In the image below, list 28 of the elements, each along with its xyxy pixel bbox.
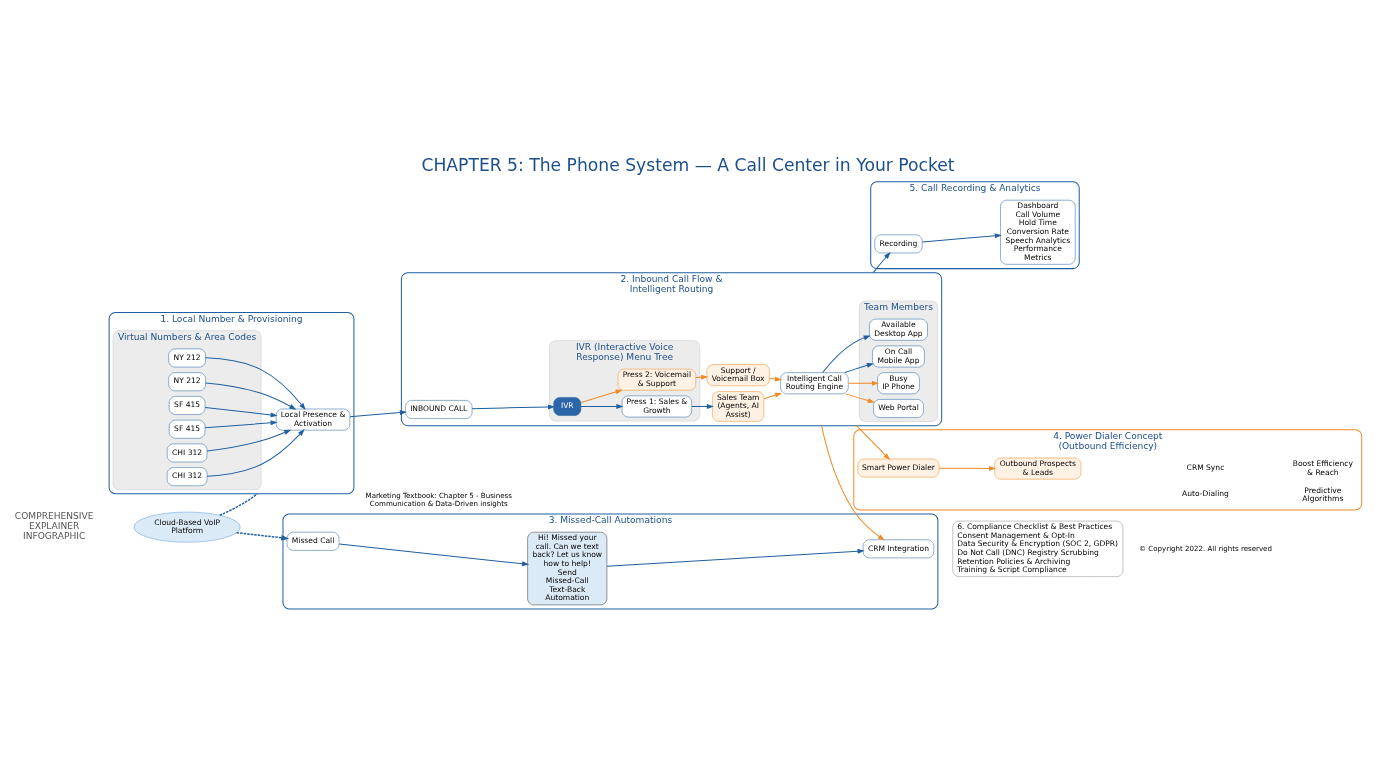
arrow (821, 425, 885, 541)
arrow (938, 465, 997, 471)
arrow (235, 531, 290, 541)
arrow (338, 543, 530, 567)
arrow (845, 393, 875, 403)
arrow (580, 404, 624, 409)
arrow (349, 410, 407, 418)
arrow (204, 406, 278, 418)
arrow (822, 335, 871, 373)
arrow (855, 425, 891, 461)
arrow (606, 548, 865, 567)
arrow (872, 251, 891, 274)
arrow (921, 233, 1002, 243)
arrow (204, 420, 278, 429)
label: COMPREHENSIVE EXPLAINER INFOGRAPHIC (14, 511, 94, 542)
arrow (206, 429, 292, 452)
arrow (206, 429, 305, 477)
arrow (471, 404, 556, 410)
arrow (580, 389, 623, 403)
arrow (769, 376, 783, 382)
arrow (763, 392, 783, 400)
arrow (205, 382, 297, 410)
arrow (844, 363, 874, 374)
diagram-title: CHAPTER 5: The Phone System — A Call Center in Your Pocket (421, 154, 955, 175)
connector (219, 493, 259, 517)
arrow (691, 404, 714, 409)
arrow (847, 380, 879, 386)
arrow (205, 357, 306, 411)
